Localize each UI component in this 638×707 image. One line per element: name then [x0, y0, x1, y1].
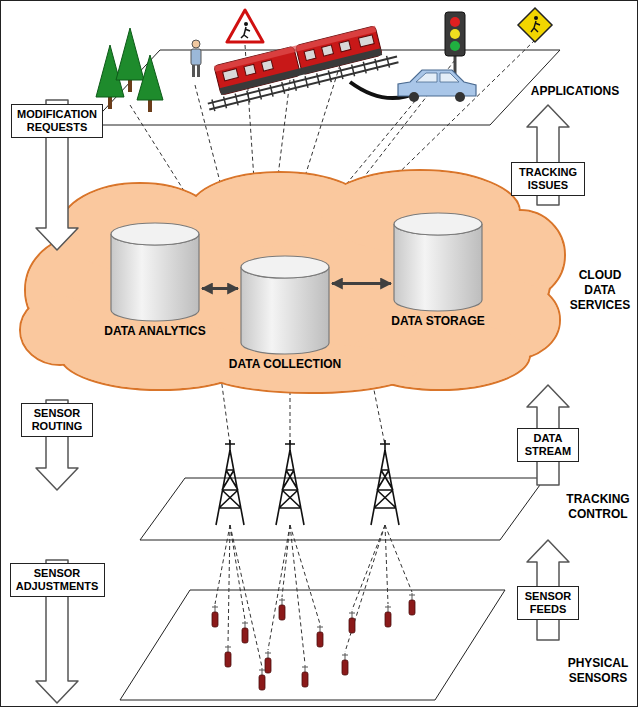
flow-arrows — [36, 100, 569, 703]
layer-label: PHYSICAL SENSORS — [561, 656, 635, 686]
adjustment-box: SENSOR ADJUSTMENTS — [10, 563, 105, 597]
request-box: MODIFICATION REQUESTS — [11, 104, 103, 138]
person — [191, 40, 201, 77]
car — [398, 70, 476, 102]
issue-box: TRACKING ISSUES — [511, 162, 585, 196]
trees — [96, 28, 163, 112]
layer-label: CLOUD DATA SERVICES — [567, 268, 633, 313]
double-arrow — [332, 282, 391, 285]
routing-box: SENSOR ROUTING — [21, 403, 93, 437]
warning-sign — [227, 10, 263, 42]
node-text: DATA ANALYTICS — [104, 324, 206, 338]
crossing-sign — [518, 8, 552, 42]
sensor-plane — [120, 590, 505, 700]
stream-box: DATA STREAM — [517, 428, 579, 462]
node-text: SENSOR ADJUSTMENTS — [15, 567, 100, 593]
tower-plane — [140, 478, 545, 540]
database-cylinder: DATA COLLECTION — [229, 255, 341, 371]
database-cylinder: DATA ANALYTICS — [104, 222, 206, 338]
node-text: TRACKING ISSUES — [516, 166, 580, 192]
double-arrow — [202, 287, 238, 290]
node-text: DATA STORAGE — [391, 314, 485, 328]
feed-box: SENSOR FEEDS — [517, 586, 579, 620]
cylinder-shape — [240, 255, 330, 355]
node-text: SENSOR ROUTING — [26, 407, 88, 433]
node-text: DATA COLLECTION — [229, 357, 341, 371]
node-text: SENSOR FEEDS — [522, 590, 574, 616]
cylinder-shape — [393, 212, 483, 312]
layer-label: APPLICATIONS — [531, 84, 619, 99]
train — [199, 22, 399, 112]
layer-label: TRACKING CONTROL — [561, 492, 635, 522]
node-text: DATA STREAM — [522, 432, 574, 458]
sensors — [212, 593, 415, 690]
sensor-links — [215, 525, 412, 667]
database-cylinder: DATA STORAGE — [391, 212, 485, 328]
node-text: MODIFICATION REQUESTS — [16, 108, 98, 134]
cylinder-shape — [110, 222, 200, 322]
traffic-light — [445, 12, 465, 78]
towers — [216, 440, 399, 525]
cloud — [20, 170, 565, 393]
